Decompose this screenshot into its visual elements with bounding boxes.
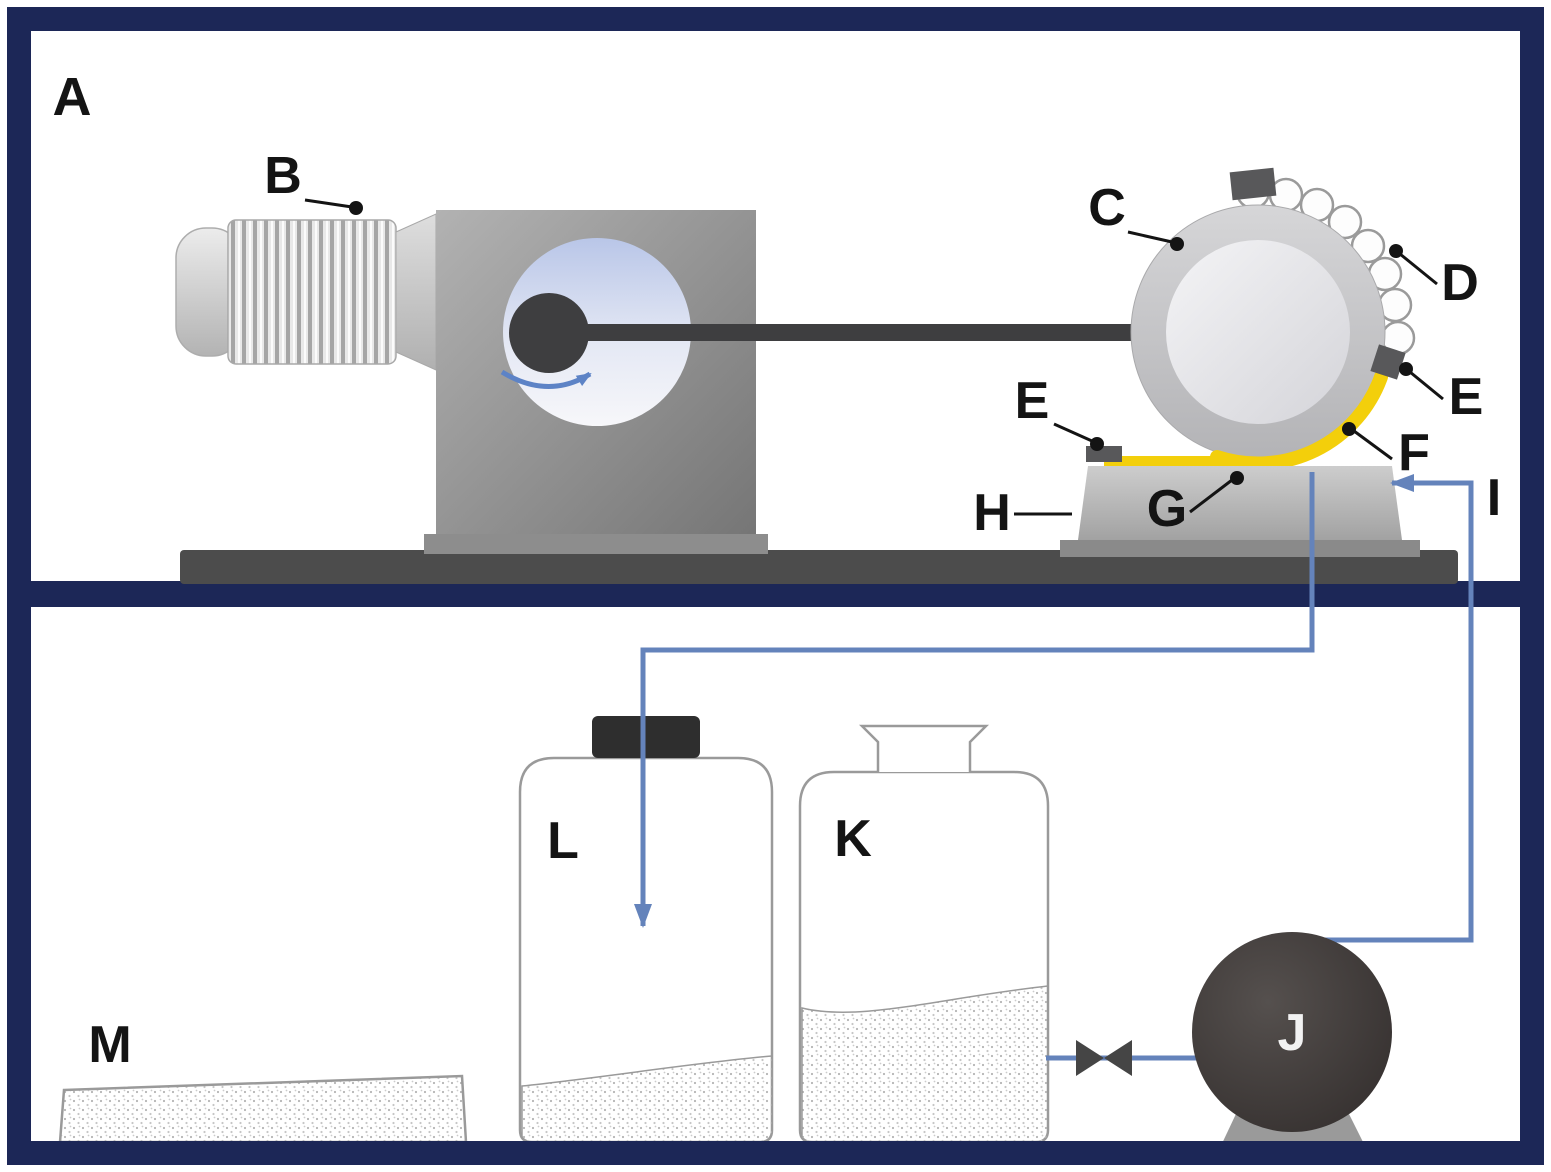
leader-blade-left — [1053, 422, 1093, 443]
leader-dot — [1090, 437, 1104, 451]
blade-right — [1370, 344, 1406, 380]
label-feedline-i: I — [1487, 469, 1501, 527]
collection-bottle — [518, 716, 774, 1144]
label-tray-m: M — [88, 1016, 131, 1074]
bottle-k-neck — [858, 724, 990, 772]
leader-dot — [1342, 422, 1356, 436]
base-rail — [180, 550, 1458, 584]
drum-assembly — [1130, 167, 1416, 471]
drain-pipe-to-bottle-l — [634, 472, 1315, 928]
label-pump-j: J — [1278, 1004, 1307, 1062]
drum-face — [1166, 240, 1350, 424]
platform-block — [1078, 466, 1402, 540]
bottle-l-liquid — [521, 1055, 772, 1142]
motor-coupling — [395, 213, 437, 371]
feed-bottle — [798, 724, 1050, 1144]
coating-film-on-platform — [1104, 456, 1244, 468]
leader-film-platform — [1189, 478, 1233, 514]
leader-scallop — [1399, 252, 1438, 286]
leader-blade-right — [1409, 370, 1444, 401]
platform-assembly — [1060, 446, 1420, 557]
outer-frame — [7, 7, 1544, 1165]
pump-body — [1192, 932, 1392, 1132]
leader-dot — [1399, 362, 1413, 376]
valve-right-half — [1104, 1040, 1132, 1076]
blade-left — [1086, 446, 1122, 462]
leader-lines — [304, 198, 1444, 516]
valve-left-half — [1076, 1040, 1104, 1076]
motor-ribbed-body — [227, 219, 397, 365]
leader-dot — [1389, 244, 1403, 258]
platform-base-plate — [1060, 540, 1420, 557]
leader-motor — [304, 198, 353, 209]
rotation-arrow-icon — [500, 369, 592, 389]
leader-dots — [349, 201, 1413, 485]
leader-dot — [349, 201, 363, 215]
pump-assembly — [1192, 932, 1392, 1152]
bottle-k-liquid — [801, 985, 1048, 1142]
leader-film — [1353, 429, 1393, 461]
leader-dot — [1230, 471, 1244, 485]
label-film-f: F — [1398, 424, 1430, 482]
label-blade-e-right: E — [1449, 368, 1484, 426]
housing-foot — [424, 534, 768, 554]
labels: A B C D E E F G H I J K L M — [53, 67, 1502, 1074]
label-film-g: G — [1147, 480, 1187, 538]
label-panel-a: A — [53, 67, 92, 127]
label-blade-e-left: E — [1015, 372, 1050, 430]
bottle-l-cap — [592, 716, 700, 758]
feed-pipe-from-pump — [1306, 474, 1474, 943]
valve-icon — [1076, 1040, 1132, 1076]
scallop-bump — [1327, 204, 1363, 240]
drum-top-clamp — [1229, 167, 1277, 201]
label-motor-b: B — [264, 147, 302, 205]
shaft-hub — [509, 293, 589, 373]
label-drum-c: C — [1088, 179, 1126, 237]
label-platform-h: H — [973, 484, 1011, 542]
gearbox-housing — [424, 210, 768, 554]
panel-divider — [7, 581, 1544, 607]
label-bottle-l: L — [547, 812, 579, 870]
leader-drum — [1127, 230, 1173, 244]
motor-assembly — [175, 213, 437, 371]
label-bottle-k: K — [834, 810, 872, 868]
leader-dot — [1170, 237, 1184, 251]
label-scallop-d: D — [1441, 254, 1479, 312]
drive-shaft — [548, 324, 1163, 341]
